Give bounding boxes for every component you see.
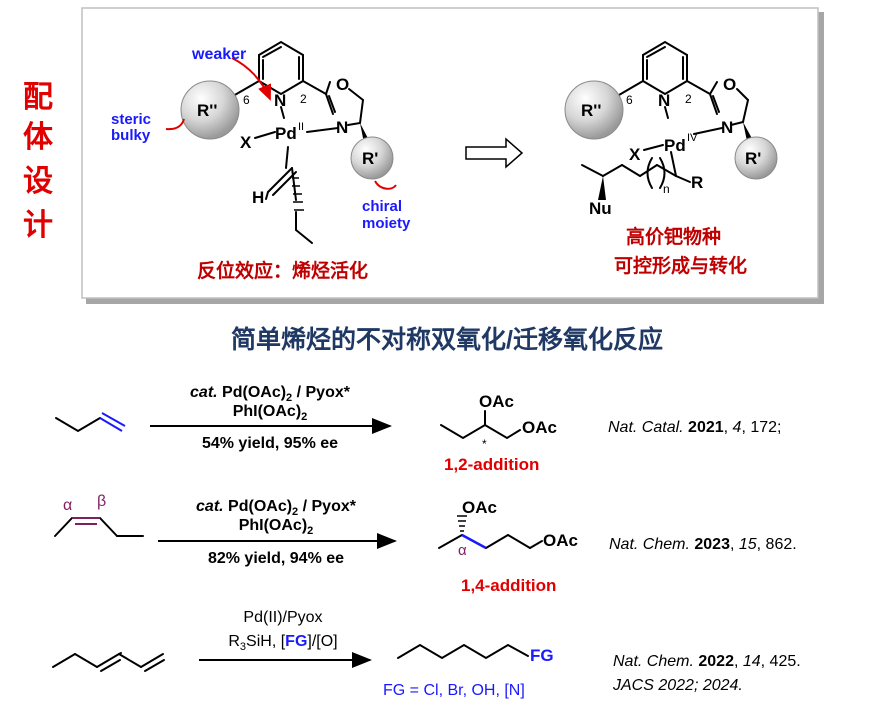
rprime-right: R' xyxy=(745,149,761,168)
pd-right: Pd xyxy=(664,136,686,155)
side-char-4: 计 xyxy=(23,209,53,242)
reaction-2: α β cat. Pd(OAc)2 / Pyox* PhI(OAc)2 82% … xyxy=(54,493,797,595)
hashed-bond-left xyxy=(292,177,304,211)
pos2-right: 2 xyxy=(685,92,692,106)
pd-ox-left: II xyxy=(298,121,304,133)
nu-right: Nu xyxy=(589,199,612,218)
x-right: X xyxy=(629,145,641,164)
right-caption-2: 可控形成与转化 xyxy=(614,254,747,277)
hashed-bond-2 xyxy=(457,515,467,532)
rgroup-label-left: R'' xyxy=(197,101,217,120)
steric-arrow xyxy=(165,118,185,131)
pos2-left: 2 xyxy=(300,92,307,106)
product-2-oac2: OAc xyxy=(543,531,578,550)
o-ox-left: O xyxy=(336,75,349,94)
steric-label: steric xyxy=(111,111,151,128)
n-pyr-right: N xyxy=(658,91,670,110)
rgroup-ball-left xyxy=(180,80,240,140)
n-pyr-left: N xyxy=(274,91,286,110)
conditions-1-bottom: 54% yield, 95% ee xyxy=(202,435,338,452)
rprime-left: R' xyxy=(362,149,378,168)
conditions-2-top: cat. Pd(OAc)2 / Pyox* xyxy=(196,498,357,518)
alkene-1-db2 xyxy=(101,412,126,427)
h-left: H xyxy=(252,188,264,207)
conditions-3-mid: R3SiH, [FG]/[O] xyxy=(228,633,337,653)
reference-2: Nat. Chem. 2023, 15, 862. xyxy=(609,536,797,553)
left-labels: weaker steric bulky R'' 6 2 N N O Pd II … xyxy=(111,46,411,282)
side-label: 配 体 设 计 xyxy=(23,81,54,242)
product-1-oac1: OAc xyxy=(479,392,514,411)
label-1-4-addition: 1,4-addition xyxy=(461,576,556,595)
label-1-2-addition: 1,2-addition xyxy=(444,455,539,474)
alpha-label: α xyxy=(63,497,72,514)
side-char-1: 配 xyxy=(23,81,53,114)
moiety-label: moiety xyxy=(362,215,411,232)
weaker-label: weaker xyxy=(191,46,246,63)
right-labels: R'' 6 2 N N O Pd IV X R' R n Nu 高价钯物种 可控… xyxy=(581,75,761,277)
conditions-1-mid: PhI(OAc)2 xyxy=(233,403,308,423)
conditions-3-top: Pd(II)/Pyox xyxy=(243,609,322,626)
product-1-oac2: OAc xyxy=(522,418,557,437)
chiral-label: chiral xyxy=(362,198,402,215)
bulky-label: bulky xyxy=(111,127,151,144)
reference-1: Nat. Catal. 2021, 4, 172; xyxy=(608,419,781,436)
right-caption-1: 高价钯物种 xyxy=(626,225,721,248)
rprime-ball-right xyxy=(734,136,778,180)
reaction-1: cat. Pd(OAc)2 / Pyox* PhI(OAc)2 54% yiel… xyxy=(55,384,781,474)
x-left: X xyxy=(240,133,252,152)
pos6-right: 6 xyxy=(626,93,633,107)
n-sub-right: n xyxy=(663,182,670,196)
weaker-arrow xyxy=(231,57,272,101)
beta-label: β xyxy=(97,493,106,510)
transform-arrow xyxy=(465,137,524,169)
migrated-bond xyxy=(461,533,487,550)
pos6-left: 6 xyxy=(243,93,250,107)
left-complex xyxy=(232,40,364,244)
alpha-product-label: α xyxy=(458,542,467,559)
wedge-nu xyxy=(598,176,606,200)
rgroup-ball-right xyxy=(564,80,624,140)
product-3-fg: FG xyxy=(530,646,554,665)
product-2-oac1: OAc xyxy=(462,498,497,517)
rgroup-label-right: R'' xyxy=(581,101,601,120)
rprime-ball-left xyxy=(350,136,394,180)
stereocenter-star: * xyxy=(482,437,487,451)
n-ox-right: N xyxy=(721,118,733,137)
side-char-3: 设 xyxy=(23,165,53,198)
pd-left: Pd xyxy=(275,124,297,143)
conditions-2-mid: PhI(OAc)2 xyxy=(239,517,314,537)
conditions-2-bottom: 82% yield, 94% ee xyxy=(208,550,344,567)
panel-box xyxy=(81,7,819,299)
conditions-1-top: cat. Pd(OAc)2 / Pyox* xyxy=(190,384,351,404)
reference-3: Nat. Chem. 2022, 14, 425. xyxy=(613,653,801,670)
fg-list: FG = Cl, Br, OH, [N] xyxy=(383,682,525,699)
right-complex xyxy=(581,40,749,189)
chiral-arrow xyxy=(374,180,397,190)
side-char-2: 体 xyxy=(23,121,54,154)
left-caption: 反位效应：烯烃活化 xyxy=(197,259,368,282)
r-right: R xyxy=(691,173,703,192)
reaction-3: Pd(II)/Pyox R3SiH, [FG]/[O] FG FG = Cl, … xyxy=(52,609,801,699)
o-ox-right: O xyxy=(723,75,736,94)
pd-ox-right: IV xyxy=(687,132,698,144)
reference-3-line2: JACS 2022; 2024. xyxy=(612,677,743,694)
section-heading: 简单烯烃的不对称双氧化/迁移氧化反应 xyxy=(231,325,663,354)
alkene-1-db xyxy=(99,417,123,432)
n-ox-left: N xyxy=(336,118,348,137)
